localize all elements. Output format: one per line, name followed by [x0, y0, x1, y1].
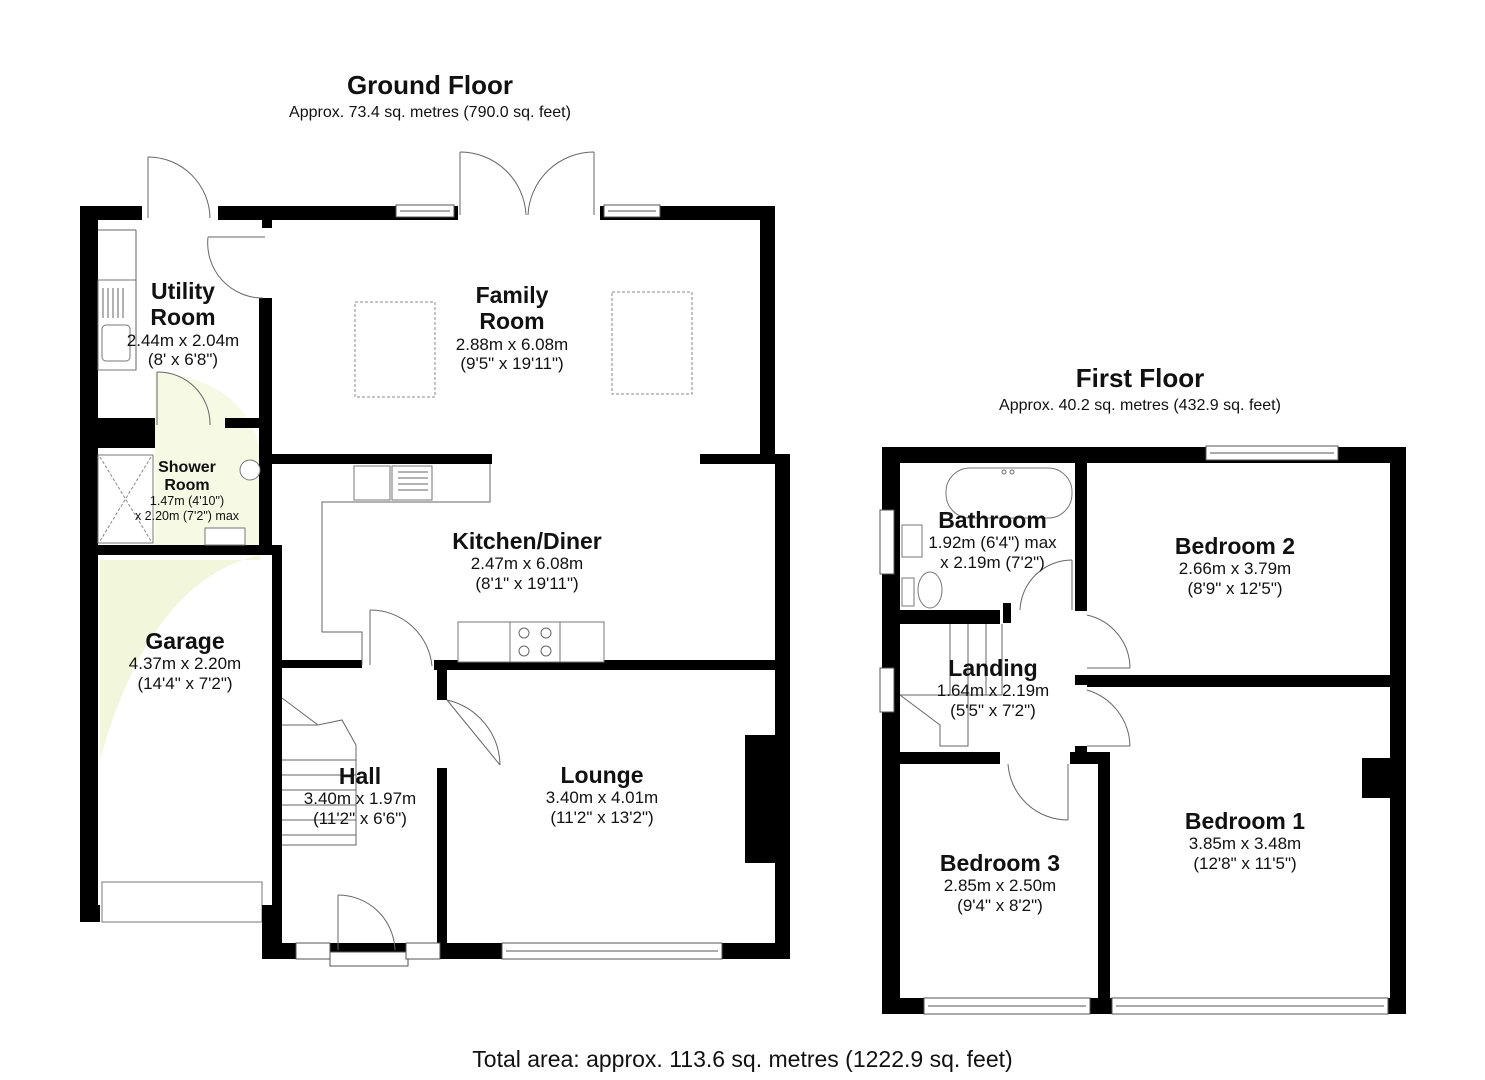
total-area: Total area: approx. 113.6 sq. metres (12… [472, 1046, 1013, 1072]
room-bedroom-3: Bedroom 3 2.85m x 2.50m (9'4" x 8'2") [900, 850, 1100, 916]
room-dimensions-imperial: (12'8" x 11'5") [1193, 853, 1297, 873]
room-lounge: Lounge 3.40m x 4.01m (11'2" x 13'2") [502, 762, 702, 828]
room-landing: Landing 1.64m x 2.19m (5'5" x 7'2") [908, 655, 1078, 721]
room-dimensions: 2.88m x 6.08m [455, 334, 569, 354]
room-dimensions: 3.40m x 4.01m [545, 788, 659, 808]
room-name: Kitchen/Diner [452, 528, 602, 554]
ground-floor-plan [80, 151, 790, 967]
ground-floor-area: Approx. 73.4 sq. metres (790.0 sq. feet) [289, 104, 571, 121]
room-name: Garage [145, 628, 225, 654]
room-family-room: Family Room 2.88m x 6.08m (9'5" x 19'11"… [412, 282, 612, 374]
room-dimensions-imperial: (14'4" x 7'2") [137, 673, 233, 693]
room-name: Lounge [560, 762, 644, 788]
room-name: Hall [338, 763, 382, 789]
room-dimensions-imperial: (11'2" x 6'6") [313, 808, 407, 828]
room-hall: Hall 3.40m x 1.97m (11'2" x 6'6") [282, 763, 438, 829]
first-floor-title: First Floor [1075, 363, 1205, 393]
room-dimensions-imperial: (8'1" x 19'11") [475, 573, 579, 593]
room-dimensions-imperial: (11'2" x 13'2") [550, 807, 654, 827]
room-name: Bedroom 1 [1184, 808, 1306, 834]
room-bedroom-1: Bedroom 1 3.85m x 3.48m (12'8" x 11'5") [1140, 808, 1350, 874]
room-name: Bathroom [938, 507, 1047, 533]
room-dimensions: 2.44m x 2.04m [126, 330, 240, 350]
room-dimensions: 1.47m (4'10") [149, 494, 225, 509]
room-name: Family Room [475, 282, 549, 335]
first-floor-area: Approx. 40.2 sq. metres (432.9 sq. feet) [999, 397, 1281, 414]
room-dimensions-imperial: x 2.19m (7'2") [940, 552, 1045, 572]
room-dimensions: 4.37m x 2.20m [128, 654, 242, 674]
room-dimensions-imperial: (5'5" x 7'2") [950, 700, 1036, 720]
room-garage: Garage 4.37m x 2.20m (14'4" x 7'2") [100, 628, 270, 694]
room-dimensions: 2.85m x 2.50m [943, 876, 1057, 896]
room-dimensions: 2.47m x 6.08m [470, 554, 584, 574]
room-name: Utility Room [150, 278, 216, 331]
room-dimensions-imperial: (8' x 6'8") [147, 350, 219, 370]
room-dimensions-imperial: (9'5" x 19'11") [460, 354, 564, 374]
room-dimensions: 3.40m x 1.97m [303, 789, 417, 809]
room-dimensions: 1.64m x 2.19m [936, 681, 1050, 701]
room-dimensions: 3.85m x 3.48m [1188, 834, 1302, 854]
ground-floor-title: Ground Floor [346, 70, 514, 100]
room-utility-room: Utility Room 2.44m x 2.04m (8' x 6'8") [102, 278, 264, 370]
room-dimensions-imperial: (8'9" x 12'5") [1187, 578, 1283, 598]
room-name: Bedroom 2 [1174, 533, 1296, 559]
room-name: Bedroom 3 [939, 850, 1061, 876]
room-dimensions-imperial: (9'4" x 8'2") [957, 895, 1043, 915]
room-bedroom-2: Bedroom 2 2.66m x 3.79m (8'9" x 12'5") [1130, 533, 1340, 599]
room-name: Shower Room [158, 459, 216, 494]
room-dimensions: 1.92m (6'4") max [928, 533, 1057, 553]
room-bathroom: Bathroom 1.92m (6'4") max x 2.19m (7'2") [905, 507, 1080, 573]
room-dimensions-imperial: x 2.20m (7'2") max [134, 508, 240, 523]
room-dimensions: 2.66m x 3.79m [1178, 559, 1292, 579]
room-name: Landing [948, 655, 1038, 681]
room-shower-room: Shower Room 1.47m (4'10") x 2.20m (7'2")… [110, 459, 264, 523]
first-floor-plan [879, 445, 1406, 1015]
room-kitchen-diner: Kitchen/Diner 2.47m x 6.08m (8'1" x 19'1… [412, 528, 642, 594]
